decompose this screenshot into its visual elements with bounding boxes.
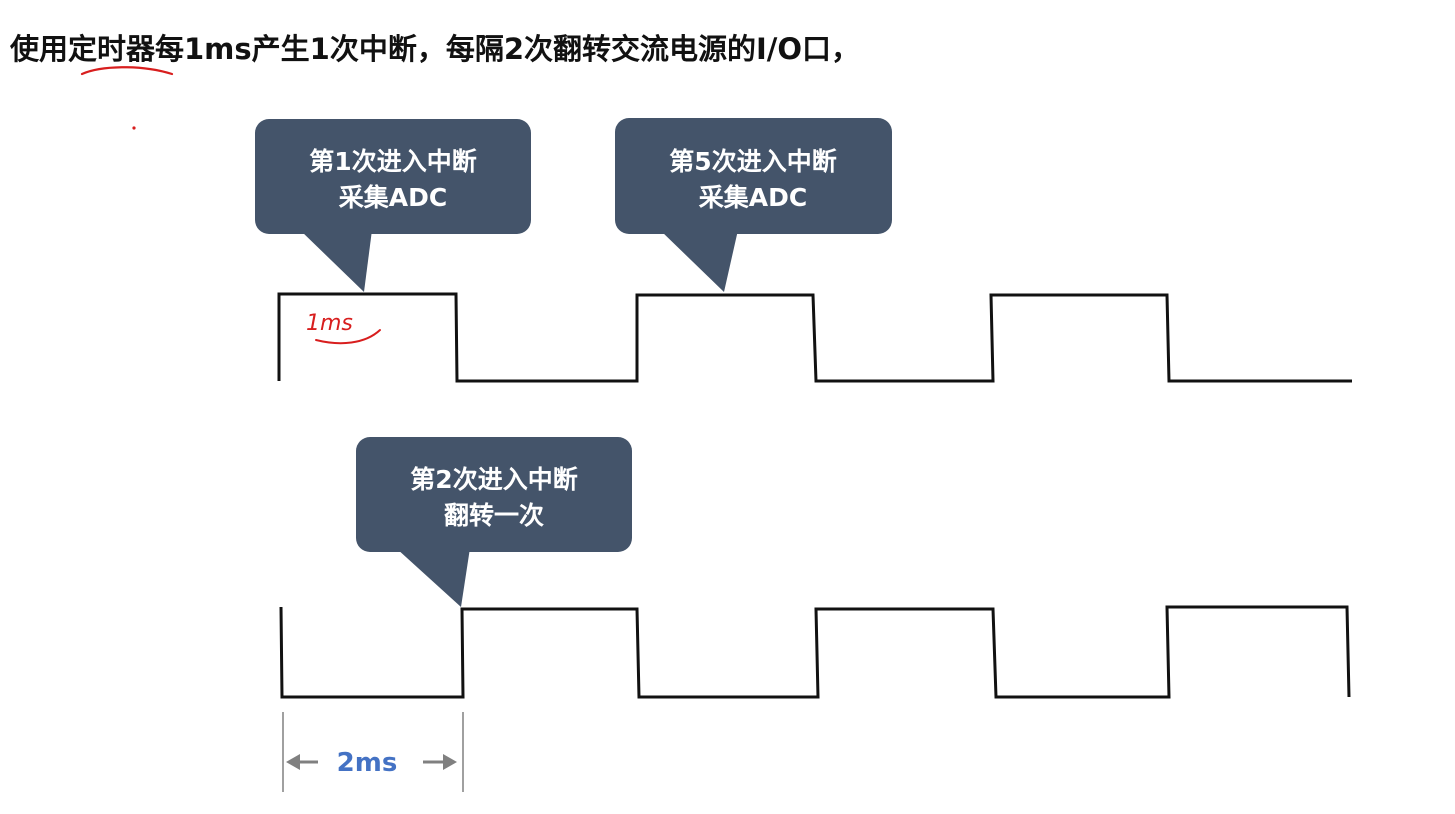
dimension-label: 2ms [337, 748, 398, 778]
red-dot-mark [132, 126, 136, 130]
page-title: 使用定时器每1ms产生1次中断，每隔2次翻转交流电源的I/O口， [10, 32, 861, 66]
handwritten-underline [80, 66, 174, 76]
dimension-arrowhead-left [286, 754, 300, 770]
callout-first-line2: 采集ADC [339, 183, 447, 212]
dimension-2ms: 2ms [282, 712, 464, 792]
callout-first-line1: 第1次进入中断 [309, 147, 476, 176]
handwritten-1ms-label: 1ms [306, 311, 381, 345]
handwritten-1ms-text: 1ms [306, 311, 353, 336]
callout-second-interrupt: 第2次进入中断 翻转一次 [356, 437, 632, 607]
callout-first-interrupt: 第1次进入中断 采集ADC [255, 119, 531, 292]
callout-second-line2: 翻转一次 [444, 501, 544, 530]
callout-second-line1: 第2次进入中断 [410, 465, 577, 494]
callout-fifth-line2: 采集ADC [699, 183, 807, 212]
waveform-toggle-2ms [279, 605, 1351, 699]
callout-fifth-interrupt: 第5次进入中断 采集ADC [615, 118, 892, 292]
dimension-arrowhead-right [443, 754, 457, 770]
waveform-interrupt-1ms [277, 292, 1352, 383]
callout-fifth-line1: 第5次进入中断 [669, 147, 836, 176]
